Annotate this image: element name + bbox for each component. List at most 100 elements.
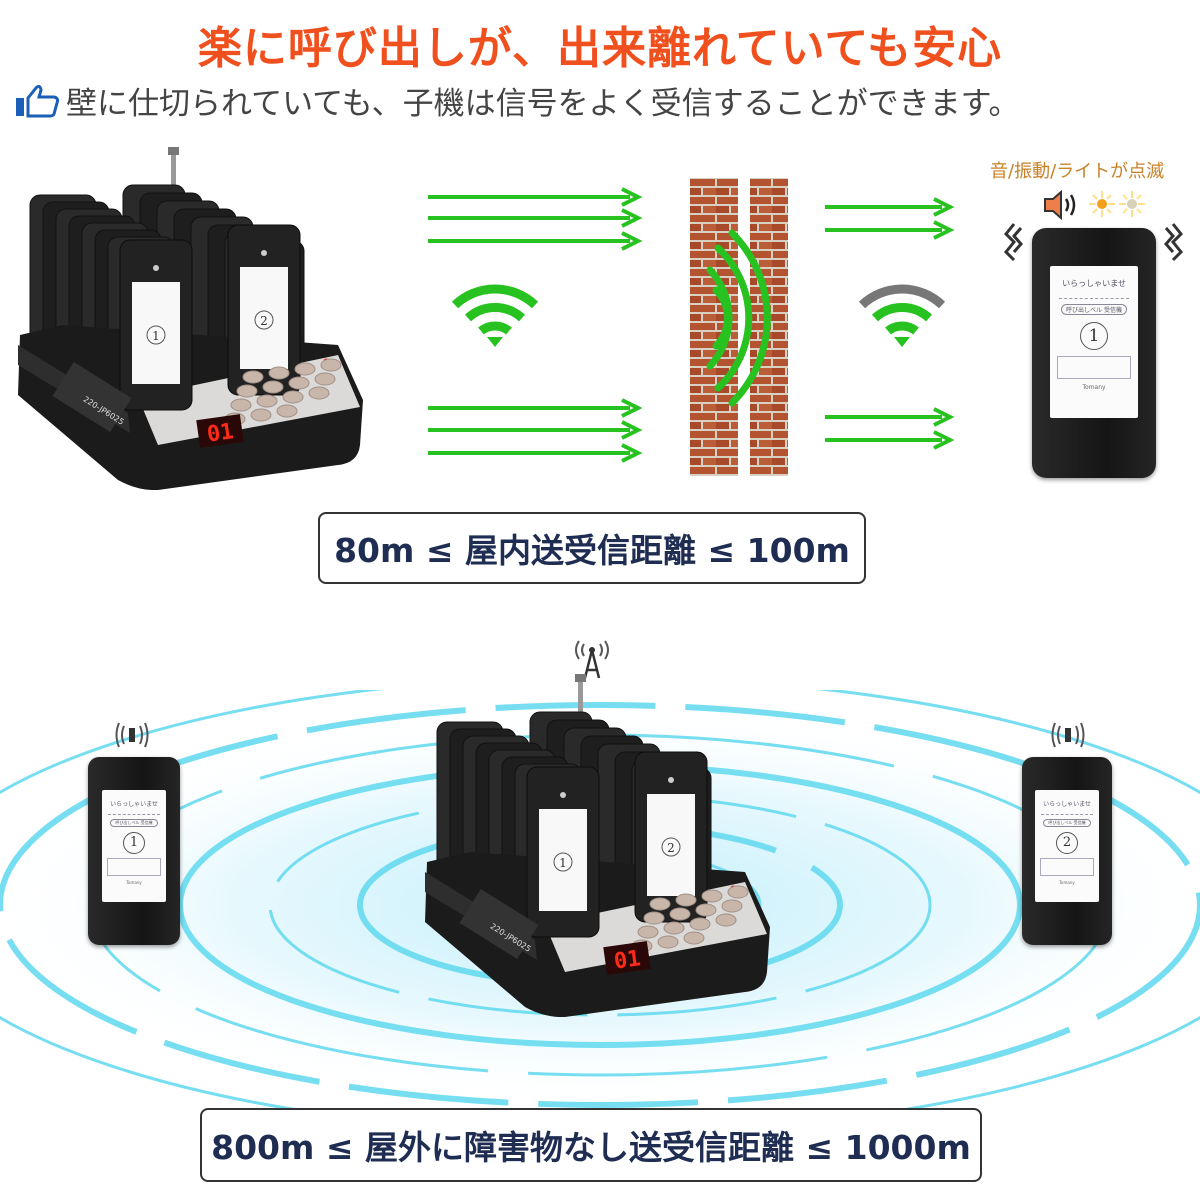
light-flash-icon <box>1089 191 1115 217</box>
led-display-digits: 01 <box>205 419 235 447</box>
pager-number: 1 <box>123 831 145 854</box>
pager-screen <box>539 809 587 911</box>
pager-number: 2 <box>667 841 675 855</box>
keypad-button <box>268 366 290 380</box>
keypad-button <box>675 893 697 907</box>
keypad-button <box>683 931 705 945</box>
keypad-button <box>637 925 659 939</box>
keypad-button <box>649 897 671 911</box>
pager-number-circle <box>146 325 166 345</box>
signal-wave-ring <box>0 702 1200 1108</box>
page-title: 楽に呼び出しが、出来離れていても安心 <box>197 23 1003 74</box>
keypad-button <box>230 398 252 412</box>
pager-brand: Tomany <box>126 879 142 885</box>
subtitle-text: 壁に仕切られていても、子機は信号をよく受信することができます。 <box>66 86 1020 122</box>
keypad-button <box>282 390 304 404</box>
arrow-head <box>621 398 643 418</box>
keypad-button <box>236 384 258 398</box>
keypad-button <box>320 358 342 372</box>
arrow-head <box>933 197 955 217</box>
wifi-icon <box>451 284 539 347</box>
keypad-button <box>288 376 310 390</box>
outdoor-range-label: 800m ≤ 屋外に障害物なし送受信距離 ≤ 1000m <box>200 1108 982 1182</box>
signal-arrows <box>428 187 955 463</box>
keypad-button <box>314 372 336 386</box>
pager-greeting: いらっしゃいませ <box>1043 800 1091 808</box>
antenna <box>578 677 583 717</box>
pager-number-circle <box>254 310 274 330</box>
arrow-head <box>933 407 955 427</box>
keypad-button <box>308 386 330 400</box>
pager-screen: いらっしゃいませ 呼び出しベル 受信機 1 Tomany <box>1050 266 1138 418</box>
thumbs-up-icon <box>16 84 60 117</box>
keypad-button <box>663 921 685 935</box>
pager-screen <box>132 282 180 384</box>
signal-icon <box>115 722 149 748</box>
vibration-icon <box>1164 223 1184 262</box>
pager-receiver: いらっしゃいませ 呼び出しベル 受信機 1 Tomany <box>1032 228 1156 478</box>
pager-number-circle <box>553 852 573 872</box>
vibration-icon <box>1003 223 1023 262</box>
keypad-button <box>256 394 278 408</box>
pager-screen: いらっしゃいませ 呼び出しベル 受信機 1 Tomany <box>102 790 166 902</box>
arrow-head <box>933 220 955 240</box>
pager-pill: 呼び出しベル 受信機 <box>110 819 158 828</box>
arrow-head <box>621 187 643 207</box>
certification-label <box>459 889 539 959</box>
subtitle: 壁に仕切られていても、子機は信号をよく受信することができます。 <box>14 78 1020 123</box>
keypad-button <box>242 370 264 384</box>
brick-wall <box>690 178 788 476</box>
pager-number: 2 <box>260 314 268 328</box>
arrow-head <box>621 443 643 463</box>
pager-number: 1 <box>1080 321 1108 350</box>
keypad-button <box>727 885 749 899</box>
arrow-head <box>621 420 643 440</box>
pager-receiver: いらっしゃいませ 呼び出しベル 受信機 2 Tomany <box>1022 757 1112 945</box>
pager-number: 1 <box>152 329 160 343</box>
certification-label <box>52 362 132 432</box>
pager-brand: Tomany <box>1059 879 1075 885</box>
keypad-button <box>669 907 691 921</box>
pager-led <box>153 265 159 271</box>
arrow-head <box>621 231 643 251</box>
antenna <box>171 150 176 190</box>
arrow-head <box>933 430 955 450</box>
pager-number: 1 <box>559 856 567 870</box>
antenna-signal-icon <box>575 640 609 679</box>
light-flash-icon <box>1119 191 1145 217</box>
keypad-button <box>294 362 316 376</box>
notification-label: 音/振動/ライトが点滅 <box>990 161 1165 182</box>
pager-led <box>560 792 566 798</box>
pager-led <box>261 250 267 256</box>
keypad-button <box>643 911 665 925</box>
pager-number-circle <box>661 837 681 857</box>
keypad-button <box>657 935 679 949</box>
indoor-range-label: 80m ≤ 屋内送受信距離 ≤ 100m <box>318 512 866 584</box>
pager-pill: 呼び出しベル 受信機 <box>1061 304 1127 316</box>
antenna-tip <box>575 674 586 682</box>
antenna-tip <box>168 147 179 155</box>
pager-receiver: いらっしゃいませ 呼び出しベル 受信機 1 Tomany <box>88 757 180 945</box>
keypad-button <box>276 404 298 418</box>
pager-screen <box>240 267 288 369</box>
keypad-button <box>721 899 743 913</box>
pager-greeting: いらっしゃいませ <box>1062 279 1126 289</box>
pager-screen: いらっしゃいませ 呼び出しベル 受信機 2 Tomany <box>1035 790 1099 902</box>
pager-brand: Tomany <box>1082 384 1106 392</box>
led-display <box>603 941 651 975</box>
speaker-icon <box>1044 190 1076 220</box>
keypad-button <box>695 903 717 917</box>
signal-icon <box>1051 722 1085 748</box>
keypad-button <box>689 917 711 931</box>
pager-pill: 呼び出しベル 受信機 <box>1043 819 1091 828</box>
keypad-button <box>701 889 723 903</box>
pager-greeting: いらっしゃいませ <box>110 800 158 808</box>
pager-number: 2 <box>1056 831 1078 854</box>
wifi-icon <box>858 284 946 347</box>
keypad-button <box>262 380 284 394</box>
keypad-button <box>715 913 737 927</box>
led-display-digits: 01 <box>612 946 642 974</box>
pager-led <box>668 777 674 783</box>
